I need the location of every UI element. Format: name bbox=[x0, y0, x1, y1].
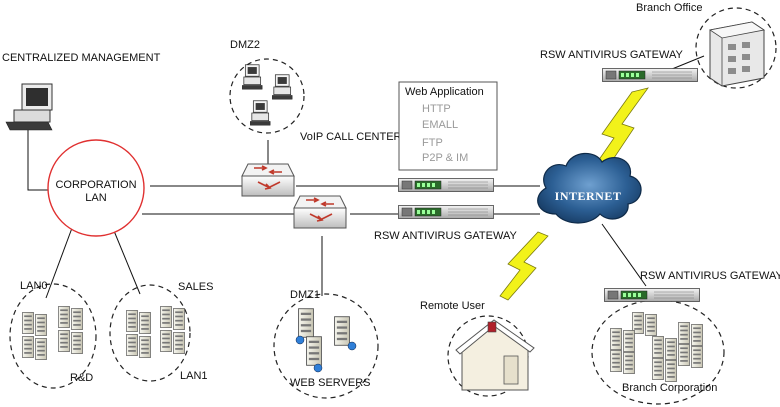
workstation-icon bbox=[250, 100, 271, 126]
server-icon bbox=[691, 346, 703, 368]
web-application-title: Web Application bbox=[405, 86, 484, 98]
branch-corporation-servers bbox=[610, 312, 703, 382]
server-icon bbox=[35, 338, 47, 360]
workstation-icon bbox=[272, 74, 293, 100]
server-icon bbox=[623, 330, 635, 352]
server-icon bbox=[665, 360, 677, 382]
line-management-to-lan bbox=[27, 128, 52, 191]
lan1-label: LAN1 bbox=[180, 370, 208, 382]
server-icon bbox=[58, 306, 70, 328]
corporation-lan-label-line1: CORPORATION bbox=[55, 179, 136, 191]
server-icon bbox=[126, 310, 138, 332]
management-computer-icon bbox=[5, 83, 53, 131]
lan0-servers bbox=[22, 306, 83, 360]
server-icon bbox=[139, 312, 151, 334]
rsw-gateway-center-label: RSW ANTIVIRUS GATEWAY bbox=[374, 230, 517, 242]
remote-user-label: Remote User bbox=[420, 300, 485, 312]
dmz2-label: DMZ2 bbox=[230, 39, 260, 51]
web-application-item: P2P & IM bbox=[422, 152, 468, 164]
server-icon bbox=[35, 314, 47, 336]
rsw-gateway-top-label: RSW ANTIVIRUS GATEWAY bbox=[540, 49, 683, 61]
branch-corporation-circle bbox=[591, 299, 725, 405]
sales-label: SALES bbox=[178, 281, 213, 293]
server-icon bbox=[126, 334, 138, 356]
server-icon bbox=[610, 350, 622, 372]
server-icon bbox=[22, 312, 34, 334]
web-servers-label: WEB SERVERS bbox=[290, 377, 371, 389]
antivirus-gateway-icon bbox=[602, 68, 698, 82]
antivirus-gateway-icon bbox=[398, 178, 494, 192]
dmz1-label: DMZ1 bbox=[290, 289, 320, 301]
antivirus-gateway-icon bbox=[398, 205, 494, 219]
dmz2-workstations bbox=[242, 64, 293, 126]
dmz1-circle bbox=[273, 293, 379, 399]
line-lan-to-sales bbox=[111, 225, 141, 295]
internet-cloud-icon bbox=[537, 152, 642, 224]
server-icon bbox=[58, 330, 70, 352]
house-icon bbox=[455, 319, 535, 391]
branch-office-circle bbox=[695, 7, 777, 89]
web-server-icon bbox=[298, 308, 314, 338]
rnd-label: R&D bbox=[70, 372, 93, 384]
server-icon bbox=[160, 330, 172, 352]
lan0-circle bbox=[9, 283, 97, 389]
globe-icon bbox=[295, 335, 305, 345]
server-icon bbox=[623, 352, 635, 374]
server-icon bbox=[173, 332, 185, 354]
office-building-icon bbox=[708, 21, 766, 87]
globe-icon bbox=[313, 363, 323, 373]
workstation-icon bbox=[242, 64, 263, 90]
server-icon bbox=[173, 308, 185, 330]
sales-circle bbox=[109, 284, 191, 382]
rsw-gateway-right-label: RSW ANTIVIRUS GATEWAY bbox=[640, 270, 780, 282]
sales-servers bbox=[126, 306, 185, 358]
lightning-bolt-remote-icon bbox=[499, 231, 549, 301]
server-icon bbox=[645, 314, 657, 336]
web-server-icon bbox=[306, 336, 322, 366]
web-application-item: EMALL bbox=[422, 119, 458, 131]
dmz2-circle bbox=[229, 58, 305, 134]
internet-label: INTERNET bbox=[555, 189, 622, 203]
line-internet-to-gateway-right bbox=[601, 223, 647, 287]
switch-icon bbox=[241, 163, 295, 197]
server-icon bbox=[610, 328, 622, 350]
corporation-lan-label-line2: LAN bbox=[85, 192, 106, 204]
centralized-management-label: CENTRALIZED MANAGEMENT bbox=[2, 52, 161, 64]
web-application-box: Web Application HTTP EMALL FTP P2P & IM bbox=[398, 81, 498, 171]
server-icon bbox=[652, 358, 664, 380]
server-icon bbox=[71, 308, 83, 330]
corporation-lan-ring bbox=[47, 139, 145, 237]
server-icon bbox=[678, 322, 690, 344]
server-icon bbox=[22, 336, 34, 358]
lan0-label: LAN0 bbox=[20, 280, 48, 292]
dmz1-servers bbox=[295, 308, 357, 373]
web-server-icon bbox=[334, 316, 350, 346]
antivirus-gateway-icon bbox=[604, 288, 700, 302]
globe-icon bbox=[347, 341, 357, 351]
server-icon bbox=[652, 336, 664, 358]
switch-icon bbox=[293, 195, 347, 229]
server-icon bbox=[678, 344, 690, 366]
server-icon bbox=[160, 306, 172, 328]
lightning-bolt-top-icon bbox=[595, 87, 649, 171]
branch-corporation-label: Branch Corporation bbox=[622, 382, 717, 394]
branch-office-label: Branch Office bbox=[636, 2, 702, 14]
web-application-item: FTP bbox=[422, 137, 443, 149]
line-lan-to-lan0 bbox=[45, 227, 73, 299]
server-icon bbox=[139, 336, 151, 358]
server-icon bbox=[665, 338, 677, 360]
server-icon bbox=[691, 324, 703, 346]
voip-call-center-label: VoIP CALL CENTER bbox=[300, 131, 402, 143]
server-icon bbox=[71, 332, 83, 354]
web-application-item: HTTP bbox=[422, 103, 451, 115]
wireless-links bbox=[499, 87, 649, 301]
